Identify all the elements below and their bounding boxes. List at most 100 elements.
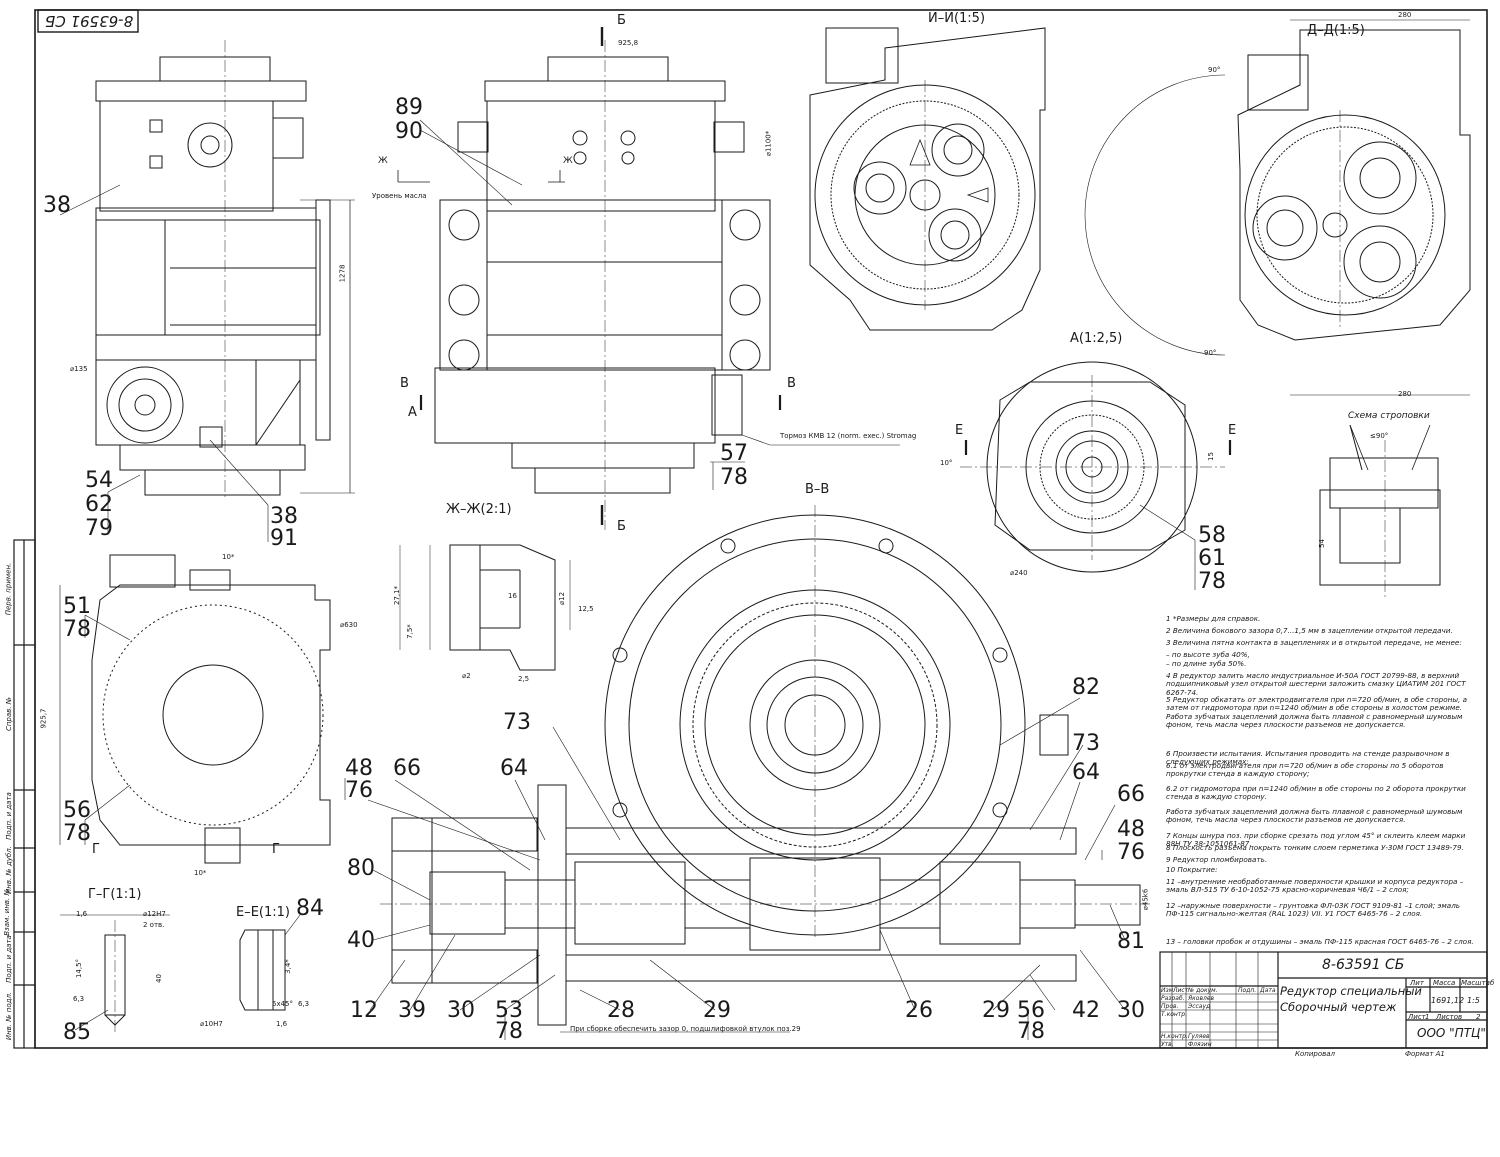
note-item: 11 –внутренние необработанные поверхност… [1166, 877, 1464, 895]
callout-30b: 30 [1117, 998, 1145, 1023]
dim-1100: ⌀1100* [764, 130, 773, 157]
title-block [1159, 951, 1488, 1049]
dim-7-5: 7,5* [405, 624, 414, 639]
callout-78a: 78 [720, 465, 748, 490]
callout-38b: 38 [270, 504, 298, 529]
title-row-nkontr: Н.контр. [1161, 1033, 1188, 1040]
callout-61: 61 [1198, 546, 1226, 571]
callout-90: 90 [395, 119, 423, 144]
callout-40: 40 [347, 928, 375, 953]
dim-90-top: 90° [1208, 66, 1221, 74]
callout-78e: 78 [495, 1019, 523, 1044]
dim-10h7: ⌀10Н7 [200, 1020, 223, 1028]
note-item: 12 –наружные поверхности – грунтовка ФЛ-… [1166, 901, 1461, 919]
callout-38a: 38 [43, 193, 71, 218]
title-sheets-val: 2 [1476, 1013, 1481, 1021]
view-front-center [397, 27, 900, 530]
stamp-sprav-no: Справ. № [5, 696, 14, 732]
dim-925-7: 925,7 [39, 708, 48, 729]
doc-number-rotated: 8-63591 СБ [45, 12, 134, 30]
title-name-utv: Флязин [1188, 1041, 1212, 1048]
label-brake: Тормоз КМВ 12 (norm. exec.) Stromag [780, 432, 917, 440]
note-item: – по высоте зуба 40%, [1166, 650, 1250, 659]
dim-2-5: 2,5 [518, 675, 530, 683]
label-v-left: В [400, 376, 409, 391]
callout-30a: 30 [447, 998, 475, 1023]
label-b-top: Б [617, 13, 626, 28]
dim-6-3b: 6,3 [298, 1000, 310, 1008]
dim-10-a: 10° [940, 459, 953, 467]
title-scale: Масштаб [1461, 979, 1495, 987]
title-col-doc: № докум. [1188, 987, 1218, 994]
stamp-podp-data-1: Подп. и дата [4, 792, 13, 840]
dim-630: ⌀630 [340, 621, 358, 629]
dim-2-holes: 2 отв. [143, 921, 165, 929]
dim-135: ⌀135 [70, 365, 88, 373]
title-sheet-val: 1 [1425, 1013, 1430, 1021]
sheet-frame [34, 9, 1488, 1049]
callout-64b: 64 [1072, 760, 1100, 785]
label-detail-a: А(1:2,5) [1070, 331, 1123, 346]
title-col-sign: Подп. [1238, 987, 1257, 994]
callout-26: 26 [905, 998, 933, 1023]
note-item: 10 Покрытие: [1166, 865, 1218, 874]
side-stamp-strip [13, 539, 36, 1049]
dim-16: 16 [508, 592, 517, 600]
callout-29a: 29 [703, 998, 731, 1023]
title-col-date: Дата [1260, 987, 1276, 994]
callout-42: 42 [1072, 998, 1100, 1023]
callout-78d: 78 [63, 821, 91, 846]
callout-89: 89 [395, 95, 423, 120]
callout-57: 57 [720, 441, 748, 466]
view-section-zh [399, 544, 571, 671]
label-zh-left: Ж [378, 156, 388, 166]
callout-58: 58 [1198, 523, 1226, 548]
title-name-2: Сборочный чертеж [1280, 1000, 1397, 1014]
label-zh-right: Ж [563, 156, 573, 166]
title-mass: Масса [1433, 979, 1456, 987]
label-section-ee: Е–Е(1:1) [236, 905, 290, 920]
dim-925-8: 925,8 [618, 39, 639, 47]
dim-15: 15 [1206, 452, 1215, 461]
callout-51: 51 [63, 594, 91, 619]
note-item: 9 Редуктор пломбировать. [1166, 855, 1268, 864]
note-item: 1 *Размеры для справок. [1166, 614, 1261, 623]
stamp-perv-primen: Перв. примен. [4, 562, 13, 616]
dim-90-bot: 90° [1204, 349, 1217, 357]
callout-48a: 48 [345, 756, 373, 781]
note-item: 2 Величина бокового зазора 0,7...1,5 мм … [1166, 626, 1453, 635]
label-section-gg: Г–Г(1:1) [88, 887, 142, 902]
title-scale-val: 1:5 [1467, 996, 1480, 1005]
title-col-izm: Изм [1161, 987, 1174, 994]
label-g-right: Г [272, 842, 280, 857]
label-sling: Схема строповки [1348, 411, 1430, 421]
callout-73a: 73 [503, 710, 531, 735]
note-item: 6 Произвести испытания. Испытания провод… [1166, 749, 1450, 767]
dim-90-sling: ≤90° [1370, 432, 1389, 440]
view-side-left [59, 554, 331, 864]
dim-280-top: 280 [1398, 11, 1412, 19]
callout-66a: 66 [393, 756, 421, 781]
note-item: Работа зубчатых зацеплений должна быть п… [1166, 807, 1463, 825]
dim-12h7: ⌀12Н7 [143, 910, 166, 918]
dim-12-dia: ⌀12 [558, 591, 567, 606]
callout-39: 39 [398, 998, 426, 1023]
label-oil-level: Уровень масла [372, 192, 427, 200]
view-sling-scheme [1319, 424, 1441, 600]
dim-54: 54 [1317, 539, 1326, 548]
title-mass-val: 1691,12 [1431, 996, 1465, 1005]
view-front-left [95, 40, 355, 500]
callout-82: 82 [1072, 675, 1100, 700]
callout-leaders [59, 184, 1196, 1040]
callout-76a: 76 [345, 778, 373, 803]
title-row-prov: Пров. [1161, 1003, 1179, 1010]
view-worm-shaft [380, 784, 1150, 1033]
note-item: 5 Редуктор обкатать от электродвигателя … [1166, 695, 1467, 729]
dim-240: ⌀240 [1010, 569, 1028, 577]
view-section-dd [1084, 19, 1471, 396]
title-name-prov: Эссауд [1188, 1003, 1211, 1010]
title-row-tkontr: Т.контр. [1161, 1011, 1188, 1018]
dim-1278: 1278 [338, 264, 347, 283]
callout-28: 28 [607, 998, 635, 1023]
title-company: ООО "ПТЦ" [1417, 1026, 1486, 1040]
